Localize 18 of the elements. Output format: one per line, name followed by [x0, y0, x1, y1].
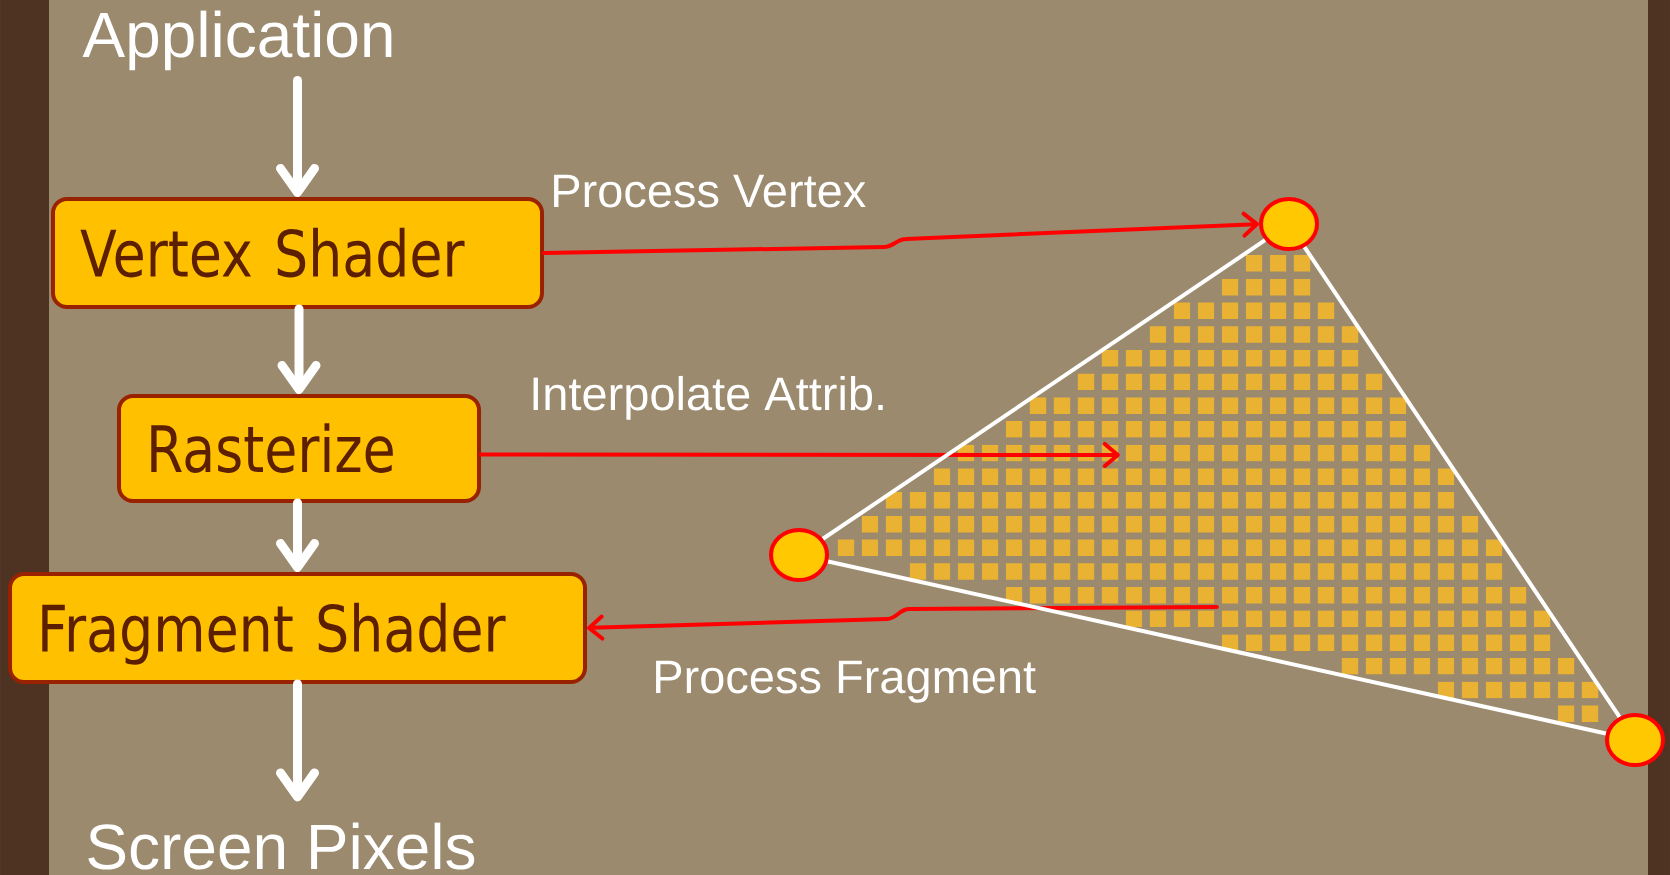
stage-box: Vertex Shader [51, 197, 544, 309]
pipeline-label: Application [82, 10, 392, 71]
stage-box: Rasterize [117, 394, 481, 503]
arrow [277, 304, 321, 394]
stage-box: Fragment Shader [8, 572, 587, 684]
triangle-side [827, 559, 1607, 736]
arrow [276, 75, 319, 197]
triangle-side [1302, 246, 1622, 718]
vertex-circle [1605, 713, 1665, 767]
pipeline-label: Screen Pixels [88, 822, 475, 870]
edge-label: Process Fragment [656, 660, 1036, 703]
arrow [542, 211, 1259, 255]
edge-label: Process Vertex [554, 174, 866, 208]
arrow [587, 605, 1219, 641]
arrow [276, 679, 319, 802]
triangle-side [821, 238, 1267, 541]
arrow [479, 442, 1120, 468]
edge-label: Interpolate Attrib. [533, 375, 883, 420]
